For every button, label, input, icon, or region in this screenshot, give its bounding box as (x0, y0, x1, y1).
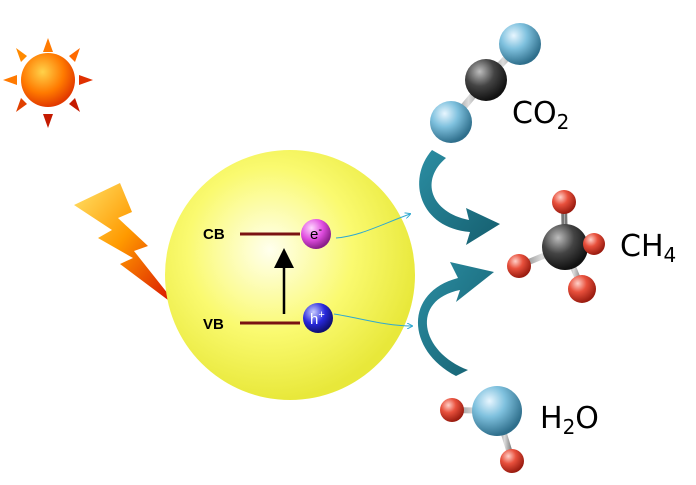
electron (301, 219, 331, 249)
cb-label: CB (203, 226, 225, 243)
co2-to-ch4-arrow (419, 150, 500, 245)
carbon-atom (465, 59, 507, 101)
co2-molecule (430, 23, 541, 143)
carbon-atom (542, 224, 588, 270)
hydrogen-atom (583, 233, 605, 255)
h2o-molecule (440, 386, 524, 473)
hydrogen-atom (507, 254, 531, 278)
hole-transfer-arrow (333, 313, 412, 326)
h2o-to-ch4-arrow (418, 262, 494, 376)
electron-transfer-arrow (335, 214, 410, 239)
hole (303, 303, 333, 333)
hydrogen-atom (500, 449, 524, 473)
ch4-label: CH4 (620, 229, 676, 267)
ch4-molecule (507, 190, 605, 303)
h2o-label: H2O (540, 401, 599, 439)
electron-label: e- (310, 224, 322, 243)
hydrogen-atom (440, 398, 464, 422)
co2-label: CO2 (512, 96, 569, 134)
semiconductor-particle (165, 150, 415, 400)
oxygen-atom (499, 23, 541, 65)
hydrogen-atom (552, 190, 576, 214)
oxygen-atom (430, 101, 472, 143)
vb-label: VB (203, 316, 224, 333)
oxygen-atom (472, 386, 522, 436)
lightning-bolt-icon (74, 183, 180, 309)
hole-label: h+ (310, 309, 325, 328)
hydrogen-atom (568, 275, 596, 303)
sun-icon (3, 38, 93, 128)
